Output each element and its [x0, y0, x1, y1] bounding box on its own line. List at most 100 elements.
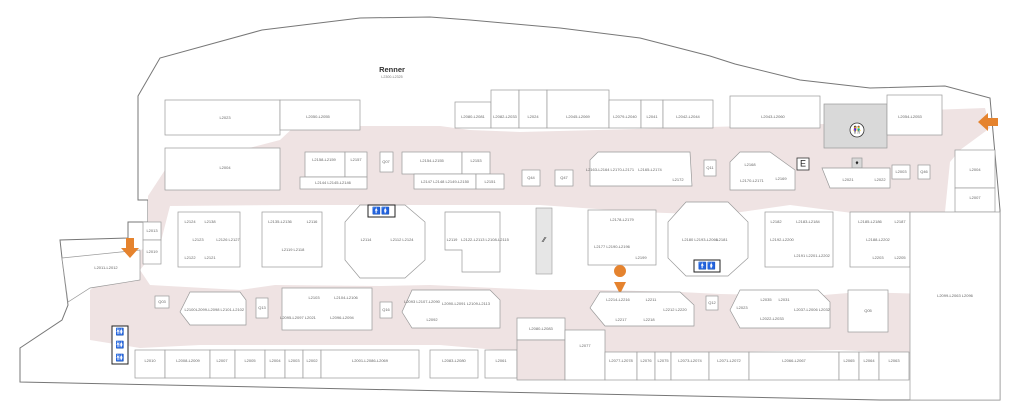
store-L2007[interactable]	[954, 187, 996, 213]
store-L2003[interactable]	[891, 164, 911, 180]
store-label: L2092	[426, 317, 438, 322]
store-block-L2124[interactable]	[177, 211, 241, 268]
store-L2073-L2074[interactable]	[670, 351, 710, 381]
store-label: L2147 L2148 L2149-L2150	[421, 179, 470, 184]
store-label: L2144 L2145-L2146	[315, 180, 352, 185]
store-label: L2187	[894, 219, 906, 224]
store-L2054-L2053[interactable]	[886, 94, 943, 136]
store-L2076[interactable]	[636, 351, 656, 381]
store-L2003b[interactable]	[284, 349, 304, 379]
store-L2064[interactable]	[858, 351, 880, 381]
store-L2071-L2072[interactable]	[708, 351, 750, 381]
store-label: L2082-L2033	[493, 114, 517, 119]
store-label: L2075	[657, 358, 669, 363]
store-Q11[interactable]	[703, 159, 717, 177]
store-L2083-L2080[interactable]	[429, 349, 479, 379]
store-Q44[interactable]	[521, 169, 541, 187]
store-block-L2182[interactable]	[764, 211, 834, 268]
store-label: L2037-L2006 L2032	[794, 307, 831, 312]
store-L2099-L2063[interactable]	[909, 211, 1001, 401]
store-L2045-L2069[interactable]	[546, 89, 610, 129]
store-L2005[interactable]	[234, 349, 266, 379]
elevator-letter: E	[800, 158, 806, 168]
store-label: Q12	[708, 300, 716, 305]
store-L2093-block[interactable]	[401, 289, 501, 329]
store-L2168[interactable]	[729, 151, 796, 191]
store-label: L2064	[863, 358, 875, 363]
store-L2119-block[interactable]	[444, 211, 501, 273]
store-Q05[interactable]	[847, 289, 889, 333]
store-L2066-L2067[interactable]	[748, 351, 840, 381]
store-L2077[interactable]	[564, 329, 606, 381]
store-L2075[interactable]	[654, 351, 672, 381]
store-L2004[interactable]	[164, 147, 281, 191]
store-Q16[interactable]	[379, 301, 393, 319]
store-label: L2205	[894, 255, 906, 260]
store-block-L2103[interactable]	[281, 287, 373, 331]
store-L2144[interactable]	[299, 176, 368, 190]
store-L2004c[interactable]	[264, 349, 286, 379]
store-label: L2138	[204, 219, 216, 224]
store-L2077-L2078[interactable]	[604, 351, 638, 381]
store-block-L2135[interactable]	[261, 211, 323, 268]
store-L2151[interactable]	[475, 173, 505, 190]
store-block-L2178[interactable]	[587, 209, 657, 266]
store-L2158-L2159[interactable]	[304, 151, 346, 178]
store-Q13[interactable]	[255, 297, 269, 319]
elevator-icon[interactable]	[796, 157, 810, 171]
store-L2024[interactable]	[518, 89, 548, 129]
store-label: L2199	[635, 255, 647, 260]
store-L2157[interactable]	[344, 151, 368, 178]
store-label: L2119	[447, 237, 459, 242]
restroom-icon-lower	[693, 259, 721, 273]
store-label: L2180 L2193-L2066	[682, 237, 719, 242]
store-Q46[interactable]	[917, 164, 931, 180]
store-L2008-L2009[interactable]	[164, 349, 211, 379]
store-label: L2165-L2174	[638, 167, 662, 172]
store-label: L2112 L2124	[390, 237, 414, 242]
store-label: L2119 L2118	[282, 247, 306, 252]
store-Q03[interactable]	[154, 295, 170, 309]
store-label: L2126 L2127	[216, 237, 240, 242]
store-L2100-block[interactable]	[179, 291, 247, 326]
store-label: L2043-L2060	[761, 114, 785, 119]
store-L2007b[interactable]	[209, 349, 236, 379]
store-Q12[interactable]	[705, 295, 719, 311]
store-L2042-L2044[interactable]	[662, 99, 714, 129]
anchor-store-units: L2300-L2325	[381, 75, 402, 79]
store-octagon-left[interactable]	[344, 204, 426, 279]
store-L2050-L2055[interactable]	[279, 99, 361, 131]
store-L2019[interactable]	[142, 239, 162, 265]
store-L2043-L2060[interactable]	[729, 95, 821, 129]
store-L2061[interactable]	[484, 349, 518, 379]
store-label: L2003	[895, 169, 907, 174]
store-block-L2023b[interactable]	[729, 289, 831, 329]
store-L2010[interactable]	[134, 349, 166, 379]
store-label: L2050-L2055	[306, 114, 330, 119]
store-L2021[interactable]	[821, 167, 891, 189]
store-L2082-L2033[interactable]	[490, 89, 520, 129]
escalator-area	[535, 207, 553, 275]
store-label: L2008-L2009	[176, 358, 200, 363]
location-pin-icon[interactable]	[614, 265, 627, 294]
store-label: L2042-L2044	[676, 114, 700, 119]
store-label: L2168	[744, 162, 756, 167]
store-block-L2185[interactable]	[849, 211, 911, 268]
store-L2063[interactable]	[878, 351, 910, 381]
store-L2002[interactable]	[302, 349, 322, 379]
store-L2001-L2086[interactable]	[320, 349, 420, 379]
restroom-glyph: 🚹🚺	[698, 261, 716, 270]
store-L2004b[interactable]	[954, 149, 996, 189]
store-Q47[interactable]	[554, 169, 574, 187]
store-label: L2021	[842, 177, 854, 182]
store-Q07[interactable]	[379, 151, 394, 173]
store-L2163-L2174[interactable]	[589, 151, 693, 187]
store-block-L2214[interactable]	[589, 291, 695, 327]
entrance-arrow-icon-left	[121, 238, 139, 258]
store-L2080-L2081[interactable]	[454, 101, 492, 129]
store-label: L2153	[470, 158, 482, 163]
store-L2023[interactable]	[164, 99, 281, 136]
store-L2065[interactable]	[838, 351, 860, 381]
store-octagon-right[interactable]	[667, 201, 749, 277]
